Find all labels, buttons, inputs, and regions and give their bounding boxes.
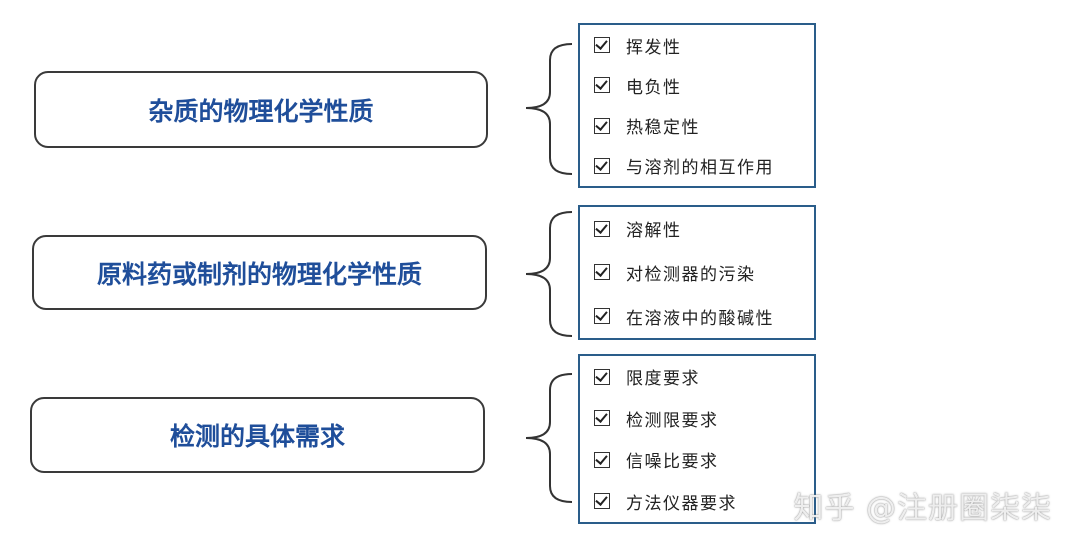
checklist-box: 挥发性 电负性 热稳定性 与溶剂的相互作用	[578, 23, 816, 188]
checklist-box: 溶解性 对检测器的污染 在溶液中的酸碱性	[578, 205, 816, 340]
checklist-item: 电负性	[594, 73, 814, 98]
checkbox-checked-icon	[594, 264, 610, 281]
category-box-impurity-properties: 杂质的物理化学性质	[34, 71, 488, 148]
checkbox-checked-icon	[594, 410, 610, 427]
checklist-item-label: 对检测器的污染	[626, 264, 756, 285]
checkbox-checked-icon	[594, 77, 610, 94]
checklist-item-label: 电负性	[626, 77, 682, 98]
checklist-item: 溶解性	[594, 216, 814, 241]
category-box-drug-properties: 原料药或制剂的物理化学性质	[32, 235, 487, 310]
checklist-item-label: 方法仪器要求	[626, 493, 737, 514]
category-title: 检测的具体需求	[169, 422, 345, 451]
brace-connector	[525, 373, 573, 503]
brace-connector	[525, 211, 573, 337]
checklist-item: 检测限要求	[594, 406, 814, 431]
checklist-item: 热稳定性	[594, 113, 814, 138]
checklist-item-label: 热稳定性	[626, 118, 700, 139]
checkbox-checked-icon	[594, 308, 610, 325]
checklist-item: 限度要求	[594, 364, 814, 389]
checkbox-checked-icon	[594, 368, 610, 385]
checklist-item-label: 信噪比要求	[626, 452, 719, 473]
checkbox-checked-icon	[594, 117, 610, 134]
checklist-item-label: 在溶液中的酸碱性	[626, 308, 774, 329]
checklist-item: 信噪比要求	[594, 447, 814, 472]
checklist-item-label: 限度要求	[626, 369, 700, 390]
checklist-item-label: 与溶剂的相互作用	[626, 158, 774, 179]
checklist-item-label: 挥发性	[626, 37, 682, 58]
checklist-item: 与溶剂的相互作用	[594, 153, 814, 178]
checklist-item: 在溶液中的酸碱性	[594, 304, 814, 329]
watermark: 知乎 @注册圈柒柒	[793, 491, 1052, 526]
checkbox-checked-icon	[594, 451, 610, 468]
checkbox-checked-icon	[594, 157, 610, 174]
category-title: 杂质的物理化学性质	[148, 96, 374, 126]
checkbox-checked-icon	[594, 220, 610, 237]
checkbox-checked-icon	[594, 493, 610, 510]
brace-connector	[525, 43, 573, 175]
checklist-item: 挥发性	[594, 33, 814, 58]
checklist-item: 对检测器的污染	[594, 260, 814, 285]
checkbox-checked-icon	[594, 37, 610, 54]
checklist-item-label: 溶解性	[626, 221, 682, 242]
checklist-box: 限度要求 检测限要求 信噪比要求 方法仪器要求	[578, 354, 816, 524]
category-title: 原料药或制剂的物理化学性质	[96, 259, 422, 289]
checklist-item-label: 检测限要求	[626, 410, 719, 431]
checklist-item: 方法仪器要求	[594, 489, 814, 514]
category-box-detection-requirements: 检测的具体需求	[30, 397, 485, 473]
